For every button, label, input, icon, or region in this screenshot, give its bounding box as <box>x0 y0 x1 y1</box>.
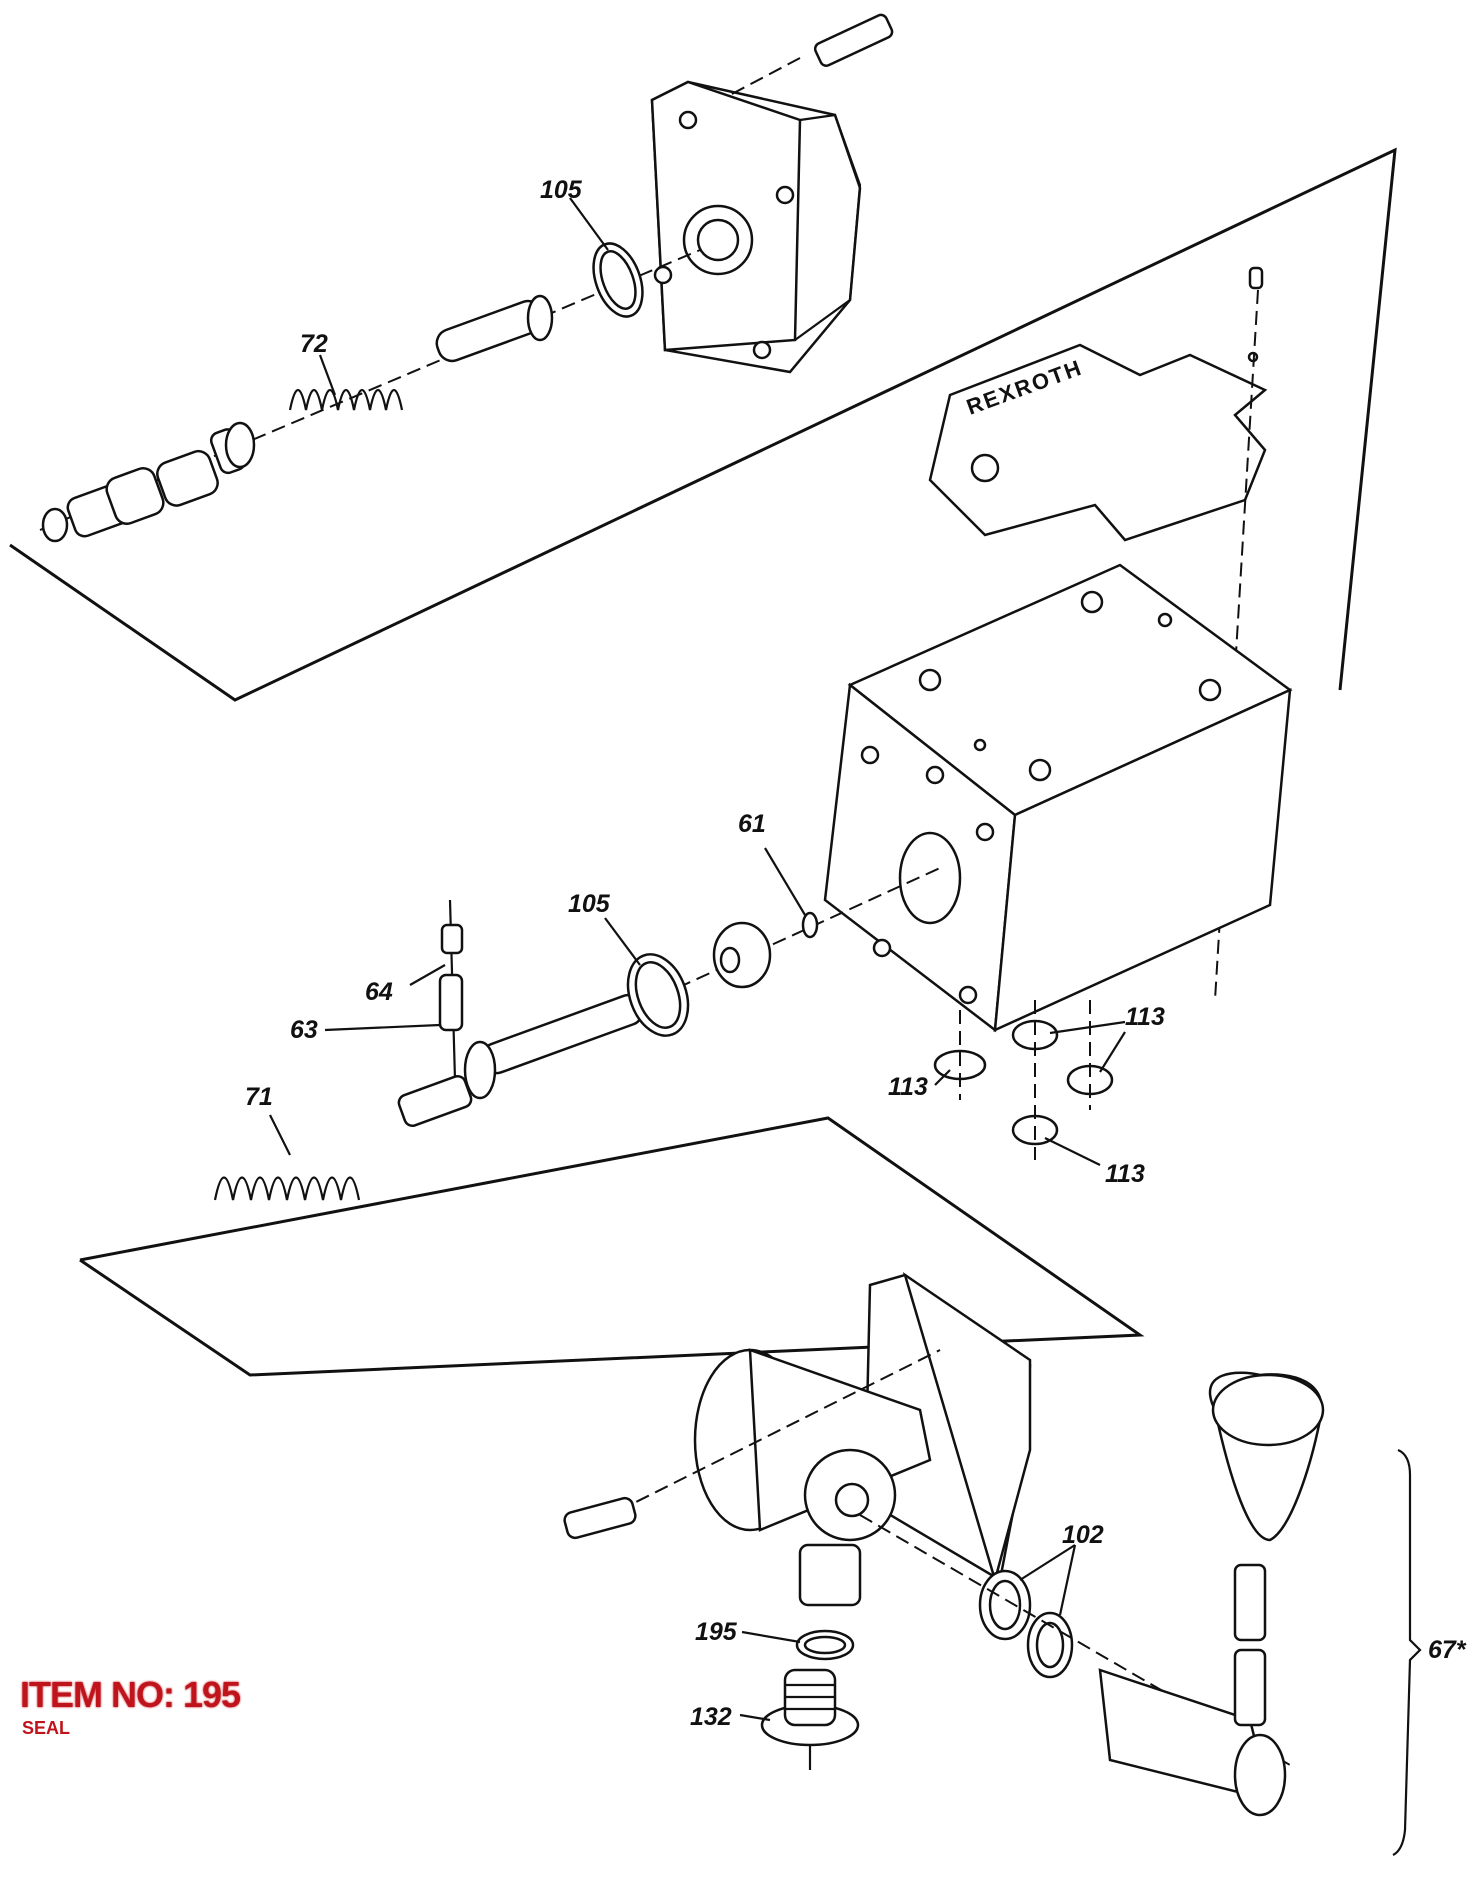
upper-spool-assembly <box>39 249 701 543</box>
orings-102 <box>859 1514 1291 1766</box>
spool-bushing <box>712 921 772 989</box>
callout-132: 132 <box>690 1703 732 1731</box>
handle-lever <box>1098 1563 1287 1817</box>
handle-knob <box>1208 1371 1325 1542</box>
group-bracket-67 <box>1392 1448 1422 1856</box>
spring-72 <box>288 388 404 411</box>
callout-72: 72 <box>300 330 328 358</box>
callout-113-bottom: 113 <box>1105 1160 1145 1188</box>
callout-113-left: 113 <box>888 1073 928 1101</box>
plug-132 <box>760 1668 860 1770</box>
callout-195: 195 <box>695 1618 738 1646</box>
lower-spool-assembly <box>397 867 941 1128</box>
oring-105-lower <box>626 953 690 1037</box>
leader-lines <box>269 197 1126 1722</box>
callout-61: 61 <box>738 810 766 838</box>
item-description: SEAL <box>22 1718 71 1738</box>
callout-105-upper: 105 <box>540 176 583 204</box>
callouts: 105 72 61 105 64 63 71 113 113 113 102 1… <box>245 176 1467 1731</box>
oring-105-upper <box>592 242 644 318</box>
callout-67: 67* <box>1428 1636 1467 1664</box>
frame-lines <box>9 147 1397 1377</box>
seal-195 <box>795 1629 855 1661</box>
ring-61 <box>801 911 819 939</box>
callout-71: 71 <box>245 1083 273 1111</box>
cover-screw <box>729 13 894 96</box>
handle-housing <box>563 1272 1032 1607</box>
item-number-title: ITEM NO: 195 <box>20 1674 241 1715</box>
valve-body <box>823 563 1293 1033</box>
top-cover-plate <box>650 80 862 374</box>
callout-113-right: 113 <box>1125 1003 1165 1031</box>
callout-63: 63 <box>290 1016 318 1044</box>
orings-113 <box>933 1000 1114 1160</box>
spring-71 <box>213 1176 361 1201</box>
callout-102: 102 <box>1062 1521 1104 1549</box>
callout-105-lower: 105 <box>568 890 611 918</box>
callout-64: 64 <box>365 978 393 1006</box>
upper-plunger <box>435 294 554 363</box>
